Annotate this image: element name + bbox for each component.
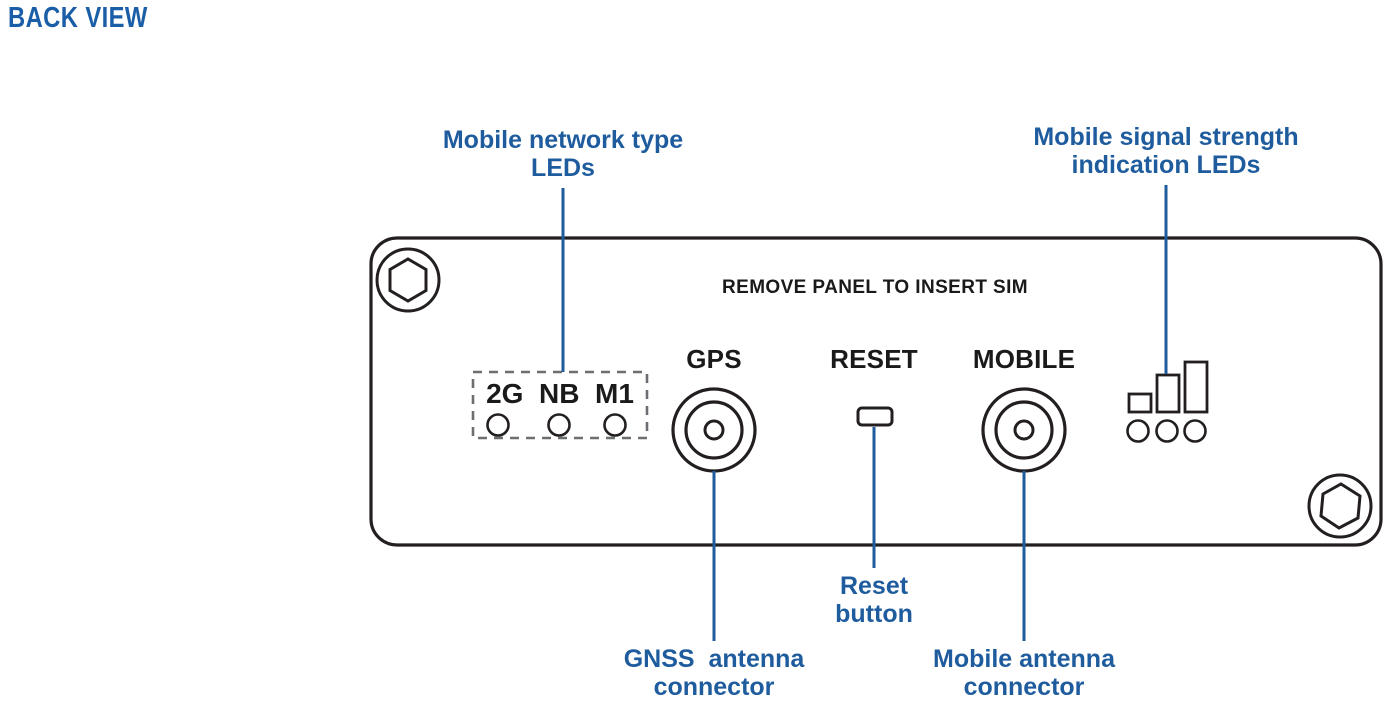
reset-button-hole [856,406,894,427]
signal-bar-3 [1183,360,1209,414]
network-leds-group-box [471,370,649,440]
signal-led-3 [1183,419,1207,443]
callout-reset-button: Reset button [835,572,913,628]
network-leds-labels: 2G NB M1 [486,378,634,409]
signal-led-2 [1155,419,1179,443]
mobile-antenna-connector-port [981,387,1067,473]
screw-bottom-right [1307,473,1373,539]
screw-top-left [375,247,441,313]
led-2g [486,413,510,437]
callout-mobile-antenna-connector: Mobile antenna connector [933,645,1115,701]
gnss-antenna-connector-port [671,387,757,473]
mobile-port-label: MOBILE [972,344,1076,374]
page-title: BACK VIEW [8,2,148,34]
callout-mobile-signal-strength-leds: Mobile signal strength indication LEDs [1033,123,1299,179]
led-m1 [603,413,627,437]
signal-bar-1 [1127,392,1153,414]
signal-bar-2 [1155,373,1181,414]
reset-port-label: RESET [830,344,918,374]
led-nb [547,413,571,437]
sim-notice-text: REMOVE PANEL TO INSERT SIM [722,277,1028,298]
callout-gnss-antenna-connector: GNSS antenna connector [623,645,805,701]
gps-port-label: GPS [686,344,742,374]
callout-mobile-network-type-leds: Mobile network type LEDs [442,126,684,182]
signal-led-1 [1126,419,1150,443]
device-panel-outline [369,236,1383,547]
